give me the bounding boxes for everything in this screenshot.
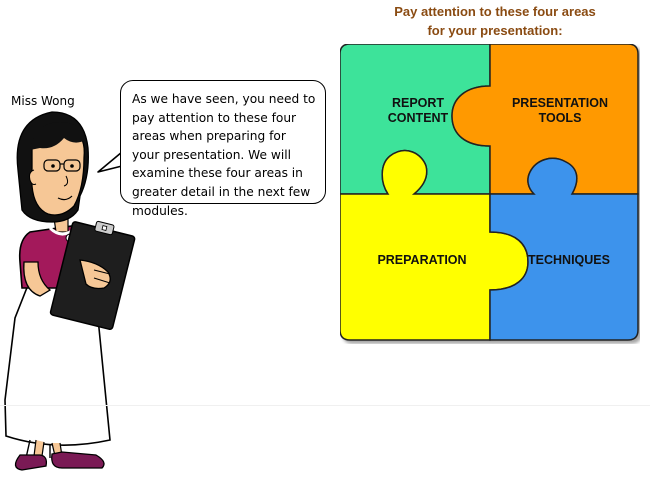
floor-line (0, 405, 650, 406)
puzzle-label-techniques: TECHNIQUES (528, 253, 610, 267)
heading-line-1: Pay attention to these four areas (394, 4, 596, 19)
speech-text: As we have seen, you need to pay attenti… (132, 92, 316, 218)
teacher-figure (4, 111, 136, 471)
speech-bubble: As we have seen, you need to pay attenti… (120, 80, 326, 218)
puzzle-label-report-content: REPORT CONTENT (387, 96, 449, 125)
heading: Pay attention to these four areas for yo… (340, 2, 650, 40)
heading-line-2: for your presentation: (427, 23, 563, 38)
puzzle-label-presentation-tools: PRESENTATION TOOLS (511, 96, 609, 125)
puzzle-graphic (340, 44, 639, 341)
character-name: Miss Wong (11, 94, 75, 108)
puzzle-piece-techniques (489, 157, 639, 341)
puzzle-label-preparation: PREPARATION (377, 253, 467, 267)
